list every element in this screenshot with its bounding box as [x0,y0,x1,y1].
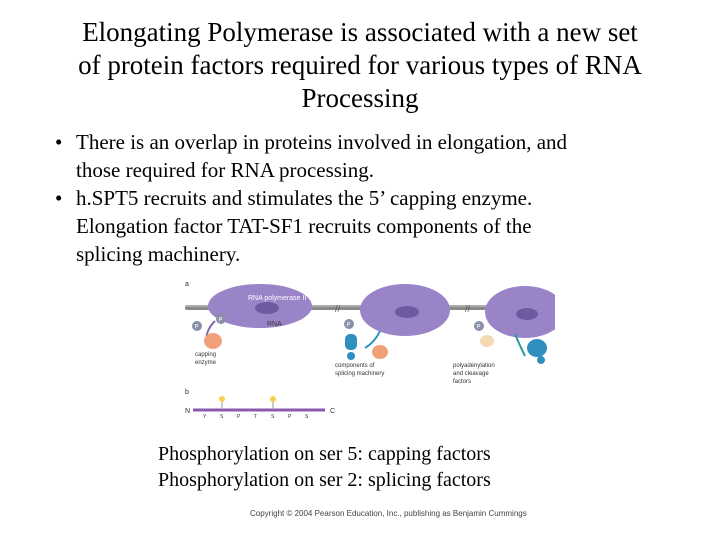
polyadenylation-label: and cleavage [453,371,489,377]
ctd-position-label: 5 [271,420,274,421]
ctd-residue-label: S [305,414,309,420]
ctd-residue-label: P [288,414,292,420]
ctd-position-label: 3 [237,420,240,421]
break-mark: // [465,304,471,314]
ctd-c-label: C [330,408,335,415]
bullet-line: splicing machinery. [76,242,241,266]
copyright-notice: Copyright © 2004 Pearson Education, Inc.… [250,509,527,518]
capping-enzyme-label: enzyme [195,360,217,366]
bullet-item-overlap: • There is an overlap in proteins involv… [48,128,688,184]
bullet-line: There is an overlap in proteins involved… [76,130,568,154]
rna-polymerase-label: RNA polymerase II [248,295,306,302]
caption-line-ser5: Phosphorylation on ser 5: capping factor… [158,443,491,465]
ctd-residue-label: Y [203,414,207,420]
phosphate-icon [344,319,354,329]
phospho-label: P [477,325,481,331]
ctd-n-label: N [185,408,190,415]
ctd-tail [514,333,526,357]
ctd-position-label: 4 [254,420,257,421]
bullet-list: • There is an overlap in proteins involv… [48,128,688,268]
polyadenylation-label: polyadenylation [453,363,495,369]
rna-processing-figure: a // // RNA polymerase II RNA P P cappin… [175,276,565,425]
rna-label: RNA [267,321,282,328]
ctd-position-label: 2 [220,420,223,421]
caption-line-ser2: Phosphorylation on ser 2: splicing facto… [158,469,491,491]
phosphate-icon [474,321,484,331]
ctd-position-label: 1 [203,420,206,421]
poly-a-factor-icon [480,335,494,347]
title-line-2: of protein factors required for various … [78,50,642,80]
phosphate-icon [192,321,202,331]
phospho-label: P [347,323,351,329]
capping-enzyme-icon [204,333,222,349]
ctd-position-label: 7 [305,420,308,421]
ctd-phospho-marker [219,396,225,402]
bullet-line: h.SPT5 recruits and stimulates the 5’ ca… [76,186,533,210]
phosphate-icon [216,314,226,324]
break-mark: // [335,304,341,314]
polymerase-cleft [516,308,538,320]
splicing-factor-icon [345,334,357,350]
bullet-dot: • [55,130,63,154]
ctd-position-label: 6 [288,420,291,421]
splicing-factor-icon [347,352,355,360]
splicing-factor-icon [537,356,545,364]
slide-title: Elongating Polymerase is associated with… [30,16,690,115]
title-line-1: Elongating Polymerase is associated with… [82,17,638,47]
splicing-factor-icon [527,339,547,357]
bullet-line: those required for RNA processing. [76,158,375,182]
ctd-residue-label: S [271,414,275,420]
figure-svg: a // // RNA polymerase II RNA P P cappin… [185,281,565,425]
splicing-label: components of [335,363,375,369]
bullet-item-hspt5: • h.SPT5 recruits and stimulates the 5’ … [48,184,688,268]
panel-b-label: b [185,389,189,396]
phospho-label: P [195,325,199,331]
capping-enzyme-label: capping [195,352,216,358]
cap-icon [372,345,388,359]
polymerase-cleft [255,302,279,314]
bullet-line: Elongation factor TAT-SF1 recruits compo… [76,214,532,238]
panel-a-label: a [185,281,189,288]
phosphorylation-caption: Phosphorylation on ser 5: capping factor… [158,441,491,493]
ctd-tail [364,330,381,349]
ctd-residue-label: T [254,414,257,420]
polymerase-cleft [395,306,419,318]
bullet-dot: • [55,186,63,210]
phospho-label: P [219,318,223,324]
ctd-residue-label: P [237,414,241,420]
ctd-phospho-marker [270,396,276,402]
ctd-residue-label: S [220,414,224,420]
title-line-3: Processing [301,83,419,113]
splicing-label: splicing machinery [335,371,384,377]
polyadenylation-label: factors [453,379,471,385]
